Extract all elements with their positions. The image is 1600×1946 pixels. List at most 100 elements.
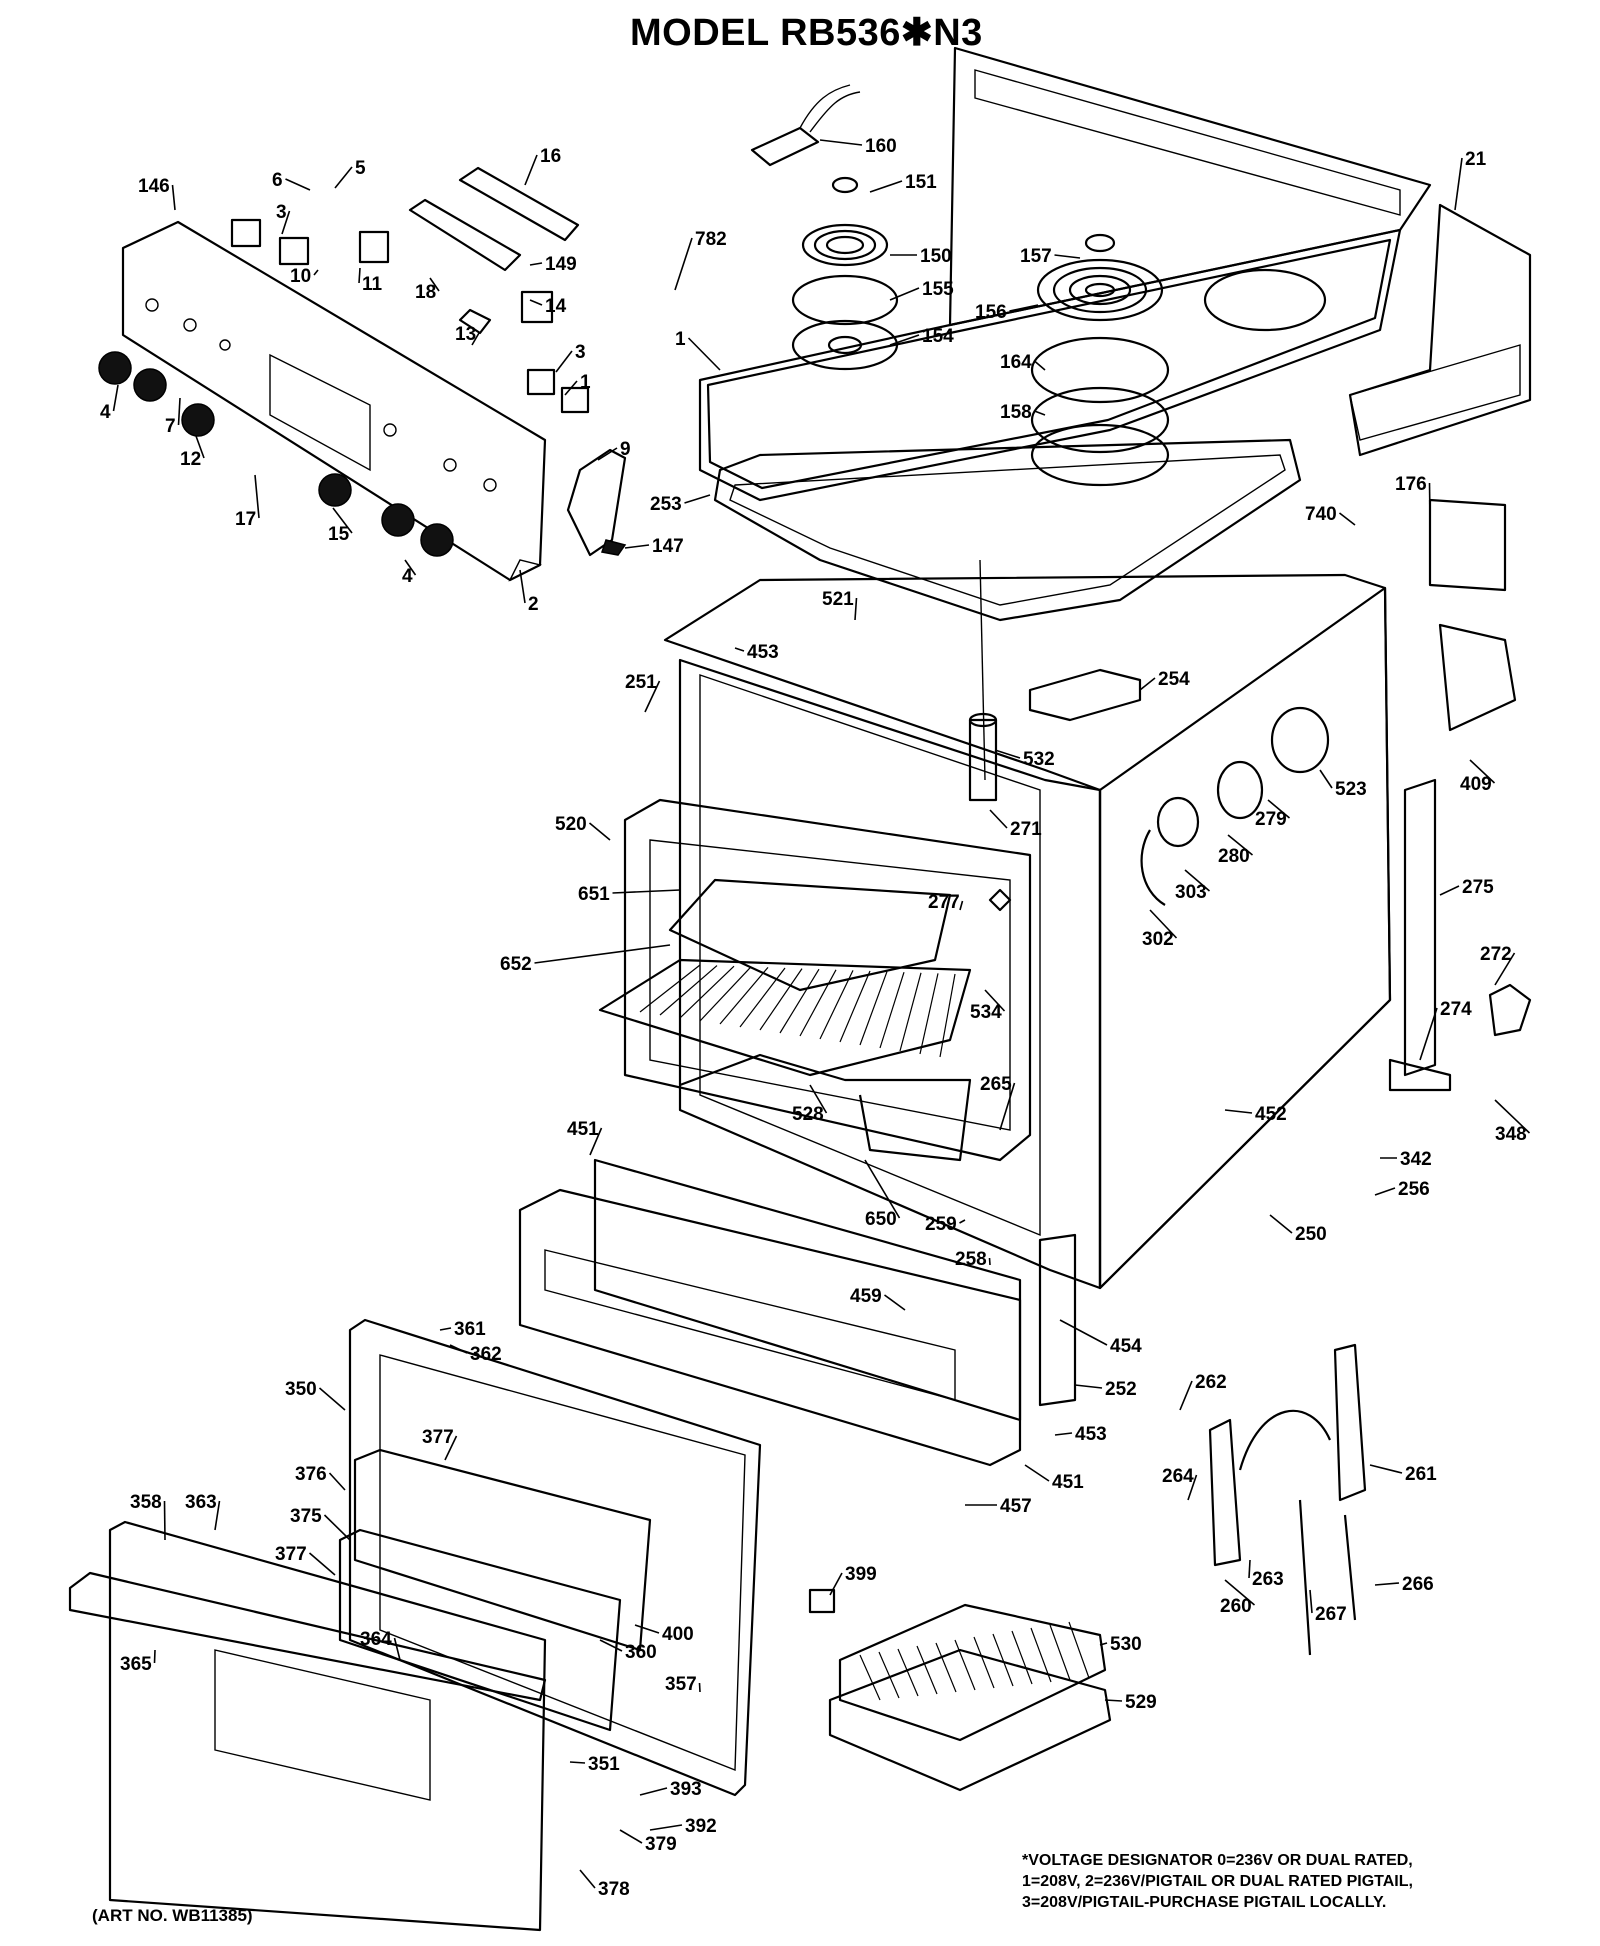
pan-slot xyxy=(935,1642,957,1693)
callout-15: 15 xyxy=(328,524,350,545)
leader-line xyxy=(619,1829,643,1844)
leader-line xyxy=(529,299,543,306)
callout-1a: 1 xyxy=(580,372,591,393)
clock-components xyxy=(408,166,627,557)
leader-line xyxy=(1227,834,1254,856)
broiler-pan xyxy=(808,1588,1112,1792)
leader-line xyxy=(959,1219,966,1224)
leader-line xyxy=(281,210,291,235)
leader-line xyxy=(734,647,745,652)
callout-259: 259 xyxy=(925,1214,957,1235)
leader-line xyxy=(1339,512,1356,526)
leader-line xyxy=(1469,759,1496,784)
callout-350: 350 xyxy=(285,1379,317,1400)
callout-258: 258 xyxy=(955,1249,987,1270)
callout-409: 409 xyxy=(1460,774,1492,795)
leader-line xyxy=(285,178,311,191)
callout-157: 157 xyxy=(1020,246,1052,267)
leader-line xyxy=(612,889,681,894)
callout-155: 155 xyxy=(922,279,954,300)
callout-528: 528 xyxy=(792,1104,824,1125)
leader-line xyxy=(1179,1380,1193,1411)
leader-line xyxy=(698,1682,701,1693)
callout-1b: 1 xyxy=(675,329,686,350)
leader-line xyxy=(959,900,964,911)
callout-532: 532 xyxy=(1023,749,1055,770)
callout-267: 267 xyxy=(1315,1604,1347,1625)
diagram-title: MODEL RB536✱N3 xyxy=(630,12,983,54)
rack-wire xyxy=(679,965,735,1019)
callout-146: 146 xyxy=(138,176,170,197)
callout-250: 250 xyxy=(1295,1224,1327,1245)
callout-530: 530 xyxy=(1110,1634,1142,1655)
leader-line xyxy=(1319,769,1333,789)
leader-line xyxy=(524,154,538,186)
leader-line xyxy=(163,1500,166,1541)
callout-11: 11 xyxy=(362,274,383,295)
rack-wire xyxy=(819,970,854,1040)
leader-line xyxy=(684,494,711,504)
leader-lines xyxy=(112,139,1531,1889)
leader-line xyxy=(889,287,920,301)
surface-unit-small xyxy=(791,176,899,371)
leader-line xyxy=(1224,1109,1253,1114)
callout-302: 302 xyxy=(1142,929,1174,950)
oven-lamp xyxy=(1140,706,1330,906)
callout-149: 149 xyxy=(545,254,577,275)
callout-360: 360 xyxy=(625,1642,657,1663)
leader-line xyxy=(308,1552,336,1576)
callout-342: 342 xyxy=(1400,1149,1432,1170)
callout-260: 260 xyxy=(1220,1596,1252,1617)
callout-176: 176 xyxy=(1395,474,1427,495)
leader-line xyxy=(569,1761,586,1764)
leader-line xyxy=(1033,360,1046,371)
rack-wire xyxy=(839,970,871,1043)
leader-line xyxy=(999,1082,1016,1131)
voltage-note-line: 1=208V, 2=236V/PIGTAIL OR DUAL RATED PIG… xyxy=(1022,1873,1413,1890)
pan-slot xyxy=(1049,1624,1071,1681)
callout-362: 362 xyxy=(470,1344,502,1365)
leader-line xyxy=(534,944,671,964)
leader-line xyxy=(1248,1559,1251,1579)
leader-line xyxy=(313,269,319,276)
back-panel xyxy=(1348,203,1532,457)
oven-liner xyxy=(623,798,1032,1162)
rack-wire xyxy=(899,972,922,1052)
leader-line xyxy=(809,1084,828,1114)
callout-534: 534 xyxy=(970,1002,1002,1023)
callout-274: 274 xyxy=(1440,999,1472,1020)
leader-line xyxy=(1439,885,1460,896)
leader-line xyxy=(639,1787,668,1796)
rack-wire xyxy=(859,971,888,1046)
voltage-note-line: 3=208V/PIGTAIL-PURCHASE PIGTAIL LOCALLY. xyxy=(1022,1894,1387,1911)
pan-slot xyxy=(859,1654,881,1701)
surface-unit-large xyxy=(1030,233,1170,487)
leader-line xyxy=(318,1387,346,1411)
callout-454: 454 xyxy=(1110,1336,1142,1357)
callout-452: 452 xyxy=(1255,1104,1287,1125)
callout-253: 253 xyxy=(650,494,682,515)
rack-wire xyxy=(779,968,820,1034)
callout-377a: 377 xyxy=(422,1427,454,1448)
leader-line xyxy=(644,680,661,713)
leader-line xyxy=(579,1869,596,1889)
callout-3a: 3 xyxy=(276,202,287,223)
callout-453a: 453 xyxy=(747,642,779,663)
callout-451a: 451 xyxy=(567,1119,599,1140)
thermostat-sensor xyxy=(968,712,1012,912)
leader-line xyxy=(1369,1464,1403,1474)
callout-363: 363 xyxy=(185,1492,217,1513)
leader-line xyxy=(1024,1464,1050,1482)
leader-line xyxy=(393,1637,401,1661)
callout-348: 348 xyxy=(1495,1124,1527,1145)
callout-652: 652 xyxy=(500,954,532,975)
leader-line xyxy=(1099,1642,1108,1646)
callout-164: 164 xyxy=(1000,352,1032,373)
callout-375: 375 xyxy=(290,1506,322,1527)
leader-line xyxy=(589,1127,603,1156)
rack-wire xyxy=(799,969,837,1037)
pan-slot xyxy=(878,1651,900,1699)
callout-6: 6 xyxy=(272,170,283,191)
leader-line xyxy=(1104,1699,1123,1702)
callout-393: 393 xyxy=(670,1779,702,1800)
